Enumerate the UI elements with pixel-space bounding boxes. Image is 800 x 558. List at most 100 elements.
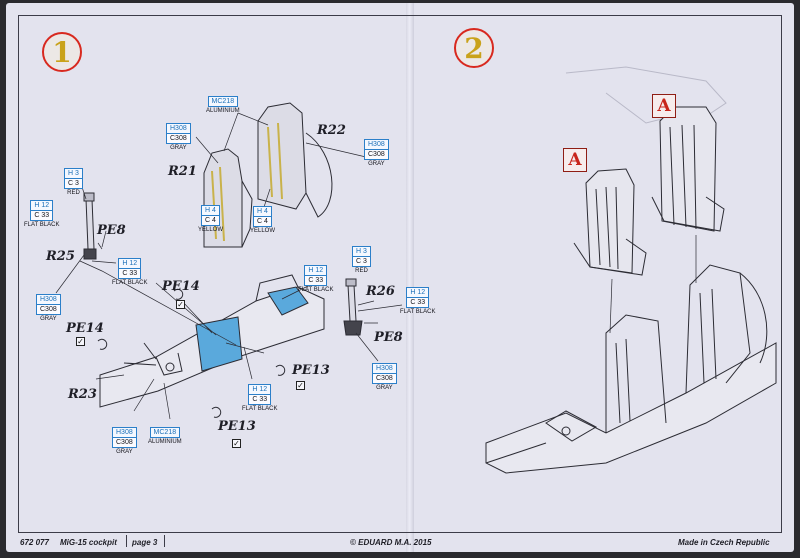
paint-callout-h12-r25b: H 12 C 33 FLAT BLACK xyxy=(112,258,147,286)
cockpit-assembly-step-2-drawing xyxy=(485,264,777,474)
paint-sub-code: C308 xyxy=(112,438,137,448)
instruction-sheet: 1 2 xyxy=(6,3,794,552)
paint-name: FLAT BLACK xyxy=(242,406,278,412)
part-label-r25: R25 xyxy=(46,249,75,264)
paint-callout-h12-floor: H 12 C 33 FLAT BLACK xyxy=(242,384,277,412)
part-label-pe13-bottom: PE13 xyxy=(218,419,256,434)
paint-code: H308 xyxy=(166,123,191,134)
paint-sub-code: C308 xyxy=(372,374,397,384)
part-label-pe14-top: PE14 xyxy=(162,279,200,294)
part-label-pe13-mid: PE13 xyxy=(292,363,330,378)
part-label-r22: R22 xyxy=(317,123,346,138)
paint-callout-h308-r23: H308 C308 GRAY xyxy=(112,427,137,455)
part-label-r21: R21 xyxy=(168,164,197,179)
part-label-pe8-right: PE8 xyxy=(374,330,403,345)
paint-code: H 12 xyxy=(248,384,272,395)
paint-code: H308 xyxy=(36,294,61,305)
paint-sub-code: C 33 xyxy=(118,269,142,279)
paint-name: ALUMINIUM xyxy=(148,439,182,445)
paint-name: GRAY xyxy=(40,316,57,322)
paint-sub-code: C 33 xyxy=(30,211,54,221)
lever-r26-drawing xyxy=(343,278,363,336)
paint-name: FLAT BLACK xyxy=(112,280,148,286)
paint-name: GRAY xyxy=(368,161,385,167)
paint-code: H 12 xyxy=(118,258,142,269)
step-1-badge: 1 xyxy=(42,32,82,72)
paint-callout-h308-r22: H308 C308 GRAY xyxy=(364,139,389,167)
paint-callout-h308-r25: H308 C308 GRAY xyxy=(36,294,61,322)
part-label-pe8-left: PE8 xyxy=(97,223,126,238)
paint-code: H308 xyxy=(112,427,137,438)
check-mark-box: ✓ xyxy=(296,381,305,390)
paint-name: YELLOW xyxy=(198,227,224,233)
footer-made-in: Made in Czech Republic xyxy=(678,538,770,547)
paint-callout-h4-r21: H 4 C 4 YELLOW xyxy=(198,205,223,233)
footer-code: 672 077 xyxy=(20,538,49,547)
paint-name: FLAT BLACK xyxy=(400,309,436,315)
lever-r25-drawing xyxy=(83,192,97,260)
paint-name: RED xyxy=(355,268,368,274)
page-fold xyxy=(406,3,414,552)
paint-code: MC218 xyxy=(207,96,239,107)
part-label-r26: R26 xyxy=(366,284,395,299)
paint-code: H 12 xyxy=(406,287,430,298)
paint-sub-code: C 4 xyxy=(201,216,220,226)
paint-name: GRAY xyxy=(116,449,133,455)
paint-code: H 3 xyxy=(352,246,371,257)
paint-sub-code: C 4 xyxy=(253,217,272,227)
part-label-r23: R23 xyxy=(68,387,97,402)
paint-code: H 12 xyxy=(304,265,328,276)
paint-callout-h12-center: H 12 C 33 FLAT BLACK xyxy=(298,265,333,293)
page-border xyxy=(18,15,782,533)
paint-callout-h308-r26: H308 C308 GRAY xyxy=(372,363,397,391)
footer-divider xyxy=(164,535,165,547)
check-mark-box: ✓ xyxy=(232,439,241,448)
paint-code: H 12 xyxy=(30,200,54,211)
paint-sub-code: C 33 xyxy=(304,276,328,286)
callout-a-lower: A xyxy=(563,148,587,172)
clip-pe13-symbol xyxy=(275,364,286,376)
step-2-badge: 2 xyxy=(454,28,494,68)
paint-name: FLAT BLACK xyxy=(24,222,60,228)
paint-name: GRAY xyxy=(376,385,393,391)
paint-callout-h308-r21: H308 C308 GRAY xyxy=(166,123,191,151)
paint-callout-h4-r22: H 4 C 4 YELLOW xyxy=(250,206,275,234)
paint-callout-h3-r26: H 3 C 3 RED xyxy=(352,246,371,274)
leader-lines-step-1 xyxy=(55,112,403,420)
paint-code: H 4 xyxy=(201,205,220,216)
part-label-pe14-left: PE14 xyxy=(66,321,104,336)
footer-title: MiG-15 cockpit xyxy=(60,538,117,547)
cockpit-floor-drawing xyxy=(99,274,325,408)
paint-callout-mc218-top: MC218 ALUMINIUM xyxy=(206,96,240,114)
paint-code: H 3 xyxy=(64,168,83,179)
callout-a-upper: A xyxy=(652,94,676,118)
paint-name: GRAY xyxy=(170,145,187,151)
footer-copyright: © EDUARD M.A. 2015 xyxy=(350,538,432,547)
assembly-drawing xyxy=(55,66,777,474)
paint-sub-code: C308 xyxy=(166,134,191,144)
check-mark-box: ✓ xyxy=(76,337,85,346)
paint-callout-h12-r26: H 12 C 33 FLAT BLACK xyxy=(400,287,435,315)
paint-code: MC218 xyxy=(149,427,181,438)
footer-bar: 672 077 MiG-15 cockpit page 3 © EDUARD M… xyxy=(18,533,782,551)
paint-name: RED xyxy=(67,190,80,196)
paint-sub-code: C 3 xyxy=(352,257,371,267)
paint-callout-h3-r25: H 3 C 3 RED xyxy=(64,168,83,196)
paint-code: H 4 xyxy=(253,206,272,217)
paint-code: H308 xyxy=(372,363,397,374)
footer-divider xyxy=(126,535,127,547)
clip-pe14b-symbol xyxy=(97,338,108,350)
paint-sub-code: C308 xyxy=(364,150,389,160)
footer-page: page 3 xyxy=(132,538,158,547)
paint-name: FLAT BLACK xyxy=(298,287,334,293)
seat-r22-drawing xyxy=(257,102,333,218)
paint-callout-mc218-bottom: MC218 ALUMINIUM xyxy=(148,427,182,445)
clip-pe13b-symbol xyxy=(211,406,222,418)
paint-callout-h12-r25a: H 12 C 33 FLAT BLACK xyxy=(24,200,59,228)
paint-sub-code: C 3 xyxy=(64,179,83,189)
seats-step-2-drawing xyxy=(573,106,725,276)
paint-sub-code: C 33 xyxy=(406,298,430,308)
paint-name: YELLOW xyxy=(250,228,276,234)
paint-code: H308 xyxy=(364,139,389,150)
paint-sub-code: C 33 xyxy=(248,395,272,405)
